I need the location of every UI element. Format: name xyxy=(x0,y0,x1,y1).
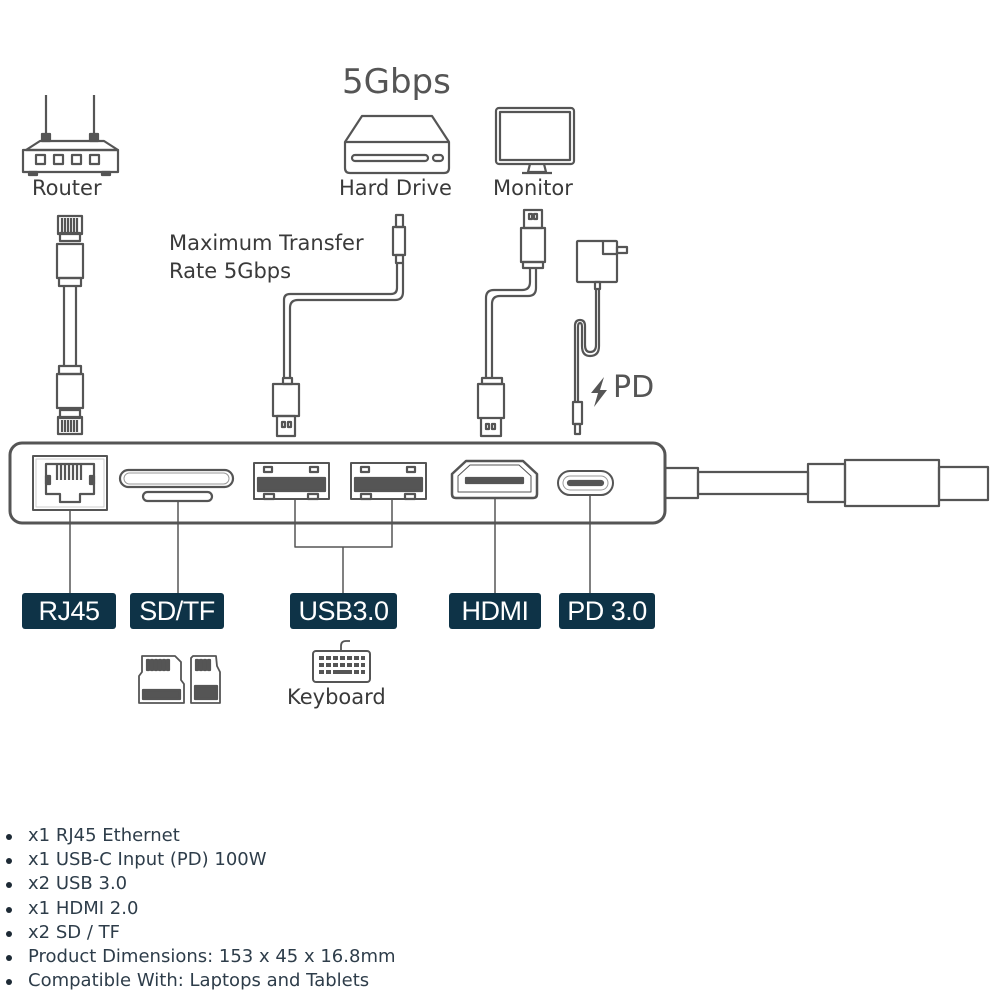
device-label-router: Router xyxy=(32,176,102,200)
monitor-icon xyxy=(494,106,576,175)
pd-charger-icon xyxy=(571,239,629,436)
keyboard-label: Keyboard xyxy=(287,685,386,709)
port-label-pd: PD 3.0 xyxy=(559,593,655,629)
feature-item: x1 USB-C Input (PD) 100W xyxy=(6,848,396,872)
feature-item: x1 HDMI 2.0 xyxy=(6,897,396,921)
port-label-usb3: USB3.0 xyxy=(290,593,397,629)
usb-cable-icon xyxy=(271,213,407,438)
port-label-sd-tf: SD/TF xyxy=(130,593,224,629)
ethernet-port-icon xyxy=(32,455,108,511)
port-label-hdmi: HDMI xyxy=(449,593,541,629)
device-label-monitor: Monitor xyxy=(493,176,573,200)
lightning-icon xyxy=(591,377,607,407)
hard-drive-icon xyxy=(343,114,451,175)
usb-a-port-icon xyxy=(253,462,330,501)
usb-c-port-icon xyxy=(557,470,614,496)
feature-item: x2 USB 3.0 xyxy=(6,872,396,896)
sd-tf-card-icon xyxy=(138,655,221,704)
port-label-rj45: RJ45 xyxy=(22,593,116,629)
ethernet-cable-icon xyxy=(55,214,85,436)
device-label-hard-drive: Hard Drive xyxy=(339,176,452,200)
feature-item: x1 RJ45 Ethernet xyxy=(6,824,396,848)
feature-item: Compatible With: Laptops and Tablets xyxy=(6,969,396,993)
router-icon xyxy=(21,95,120,177)
usb-c-hub-body xyxy=(8,441,990,525)
feature-item: Product Dimensions: 153 x 45 x 16.8mm xyxy=(6,945,396,969)
feature-item: x2 SD / TF xyxy=(6,921,396,945)
feature-list: x1 RJ45 Ethernet x1 USB-C Input (PD) 100… xyxy=(6,824,396,993)
hdmi-port-icon xyxy=(450,459,539,500)
usb-a-port-icon xyxy=(350,462,427,501)
card-slot-icon xyxy=(118,468,235,503)
speed-heading: 5Gbps xyxy=(342,62,451,102)
power-label: PD xyxy=(613,370,655,405)
leader-lines xyxy=(69,495,591,594)
hdmi-cable-icon xyxy=(476,208,547,438)
transfer-note-line1: Maximum Transfer xyxy=(169,231,364,255)
transfer-note-line2: Rate 5Gbps xyxy=(169,259,292,283)
keyboard-icon xyxy=(312,640,371,683)
